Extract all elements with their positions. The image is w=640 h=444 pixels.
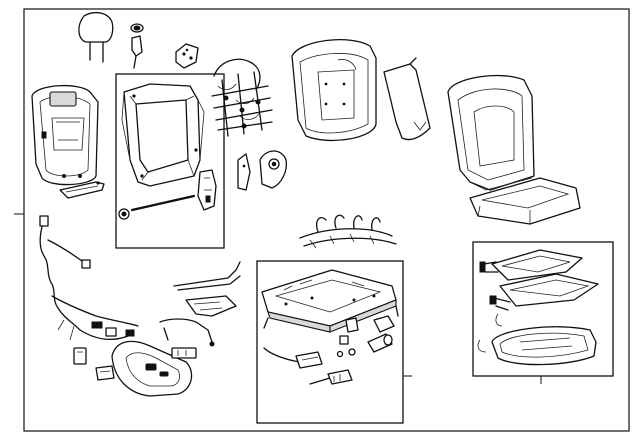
seat-back-springs xyxy=(211,58,273,137)
cushion-side-panel xyxy=(185,295,237,317)
lower-trim-clip xyxy=(59,181,105,199)
adjuster-motor-lower xyxy=(309,369,353,385)
cushion-bracket xyxy=(173,261,241,291)
latch-bracket xyxy=(175,43,199,69)
harness-connectors xyxy=(73,347,115,381)
diagram-border xyxy=(23,8,630,432)
adjuster-cable xyxy=(263,347,323,369)
headrest xyxy=(78,11,114,63)
recliner-cover xyxy=(259,150,288,189)
seat-back-rear-panel xyxy=(383,57,431,141)
adjuster-callout-box xyxy=(256,260,404,424)
headrest-guide xyxy=(130,23,144,69)
cushion-callout-box xyxy=(472,241,614,377)
cushion-spring-wires xyxy=(299,214,397,249)
frame-callout-box xyxy=(115,73,225,249)
seat-cushion-frame xyxy=(489,273,599,327)
adjuster-bracket-wire xyxy=(159,318,215,347)
hardware-clip xyxy=(237,153,251,191)
recliner-bracket xyxy=(197,169,217,211)
seat-back-cover-panel xyxy=(31,84,99,186)
seat-cushion-trim-cover xyxy=(469,177,581,225)
recliner-rod xyxy=(118,194,196,220)
adjuster-hardware xyxy=(336,315,395,358)
seat-adjuster-track-assembly xyxy=(261,269,399,333)
seat-cushion-heater-mat xyxy=(479,249,583,281)
seat-back-frame-assembly xyxy=(121,83,205,187)
seat-back-pad xyxy=(291,39,377,142)
seat-back-trim-cover xyxy=(447,74,535,191)
seat-cushion-pad xyxy=(477,326,597,366)
side-shield-trim xyxy=(111,340,193,397)
seat-switch xyxy=(171,347,197,359)
wiring-harness xyxy=(39,215,139,341)
adjuster-motor xyxy=(367,333,393,353)
